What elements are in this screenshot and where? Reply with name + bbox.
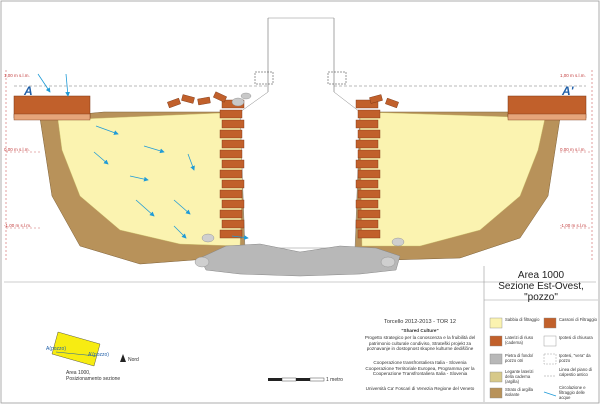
legend-swatches bbox=[489, 317, 557, 399]
section-label-left: A bbox=[24, 84, 33, 98]
legend-1: Sabbia di filtraggio bbox=[505, 317, 540, 322]
section-label-right: A' bbox=[562, 84, 574, 98]
surface-bricks bbox=[167, 91, 399, 109]
bottom-stones bbox=[199, 243, 401, 277]
legend-4: Legante laterizi della caderna (argilla) bbox=[505, 369, 534, 384]
elev-right-2: 0,00 m s.l.m. bbox=[560, 147, 586, 152]
bottom-stones-detail bbox=[194, 233, 405, 268]
keymap-caption: Area 1000, Posizionamento sezione bbox=[66, 370, 121, 382]
project-description: Progetto strategico per la conoscenza e … bbox=[364, 335, 476, 352]
brick-column-left bbox=[219, 99, 245, 239]
well-shaft bbox=[239, 17, 361, 249]
water-flow-arrows bbox=[37, 73, 249, 240]
sand-fill-right bbox=[359, 111, 546, 247]
project-title: Torcello 2012-2013 - TOR 12 bbox=[384, 319, 456, 325]
title-line-1: Area 1000 bbox=[517, 270, 565, 281]
wellhead-hypothesis bbox=[254, 71, 274, 85]
project-program: Cooperazione transfrontaliera Italia - S… bbox=[365, 360, 475, 377]
scale-label: 1 metro bbox=[326, 377, 343, 383]
legend-6: Cassoni di Filtraggio bbox=[559, 317, 597, 322]
title-block: Area 1000 Sezione Est-Ovest, "pozzo" bbox=[484, 270, 598, 303]
cap-left bbox=[13, 95, 91, 121]
legend-5: Strato di argilla isolante bbox=[505, 387, 533, 397]
elev-right-3: -1,00 m s.l.m. bbox=[560, 223, 588, 228]
brick-column-right bbox=[355, 99, 381, 239]
legend-8: Ipotesi, "vera" da pozzo bbox=[559, 353, 591, 363]
legend-10: Circolazione e filtraggio delle acque bbox=[559, 385, 586, 400]
legend-2: Laterizi di riuso (caderna) bbox=[505, 335, 534, 345]
elev-left-2: 0,00 m s.l.m. bbox=[4, 147, 30, 152]
cap-right bbox=[507, 95, 587, 121]
elev-left-3: -1,00 m s.l.m. bbox=[4, 223, 32, 228]
north-label: Nord bbox=[128, 357, 139, 363]
elev-right-1: 1,00 m s.l.m. bbox=[560, 73, 586, 78]
wellhead-hypothesis-right bbox=[327, 71, 347, 85]
surface-stones bbox=[231, 92, 252, 107]
legend-9: Linea del piano di calpestio antico bbox=[559, 367, 592, 377]
keymap bbox=[51, 331, 126, 367]
title-line-2: Sezione Est-Ovest, "pozzo" bbox=[498, 281, 584, 303]
legend-3: Pietra di fondo/ pozzo otri bbox=[505, 353, 534, 363]
project-subtitle: "Shared Culture" bbox=[401, 328, 439, 333]
scale-bar bbox=[268, 377, 325, 382]
legend-7: Ipotesi di chiusura bbox=[559, 335, 593, 340]
keymap-a-label: A(pozzo) bbox=[46, 346, 67, 352]
keymap-b-label: A'(pozzo) bbox=[88, 352, 109, 358]
elev-left-1: 1,00 m s.l.m. bbox=[4, 73, 30, 78]
project-university: Università Ca' Foscari di Venezia Region… bbox=[365, 386, 475, 391]
